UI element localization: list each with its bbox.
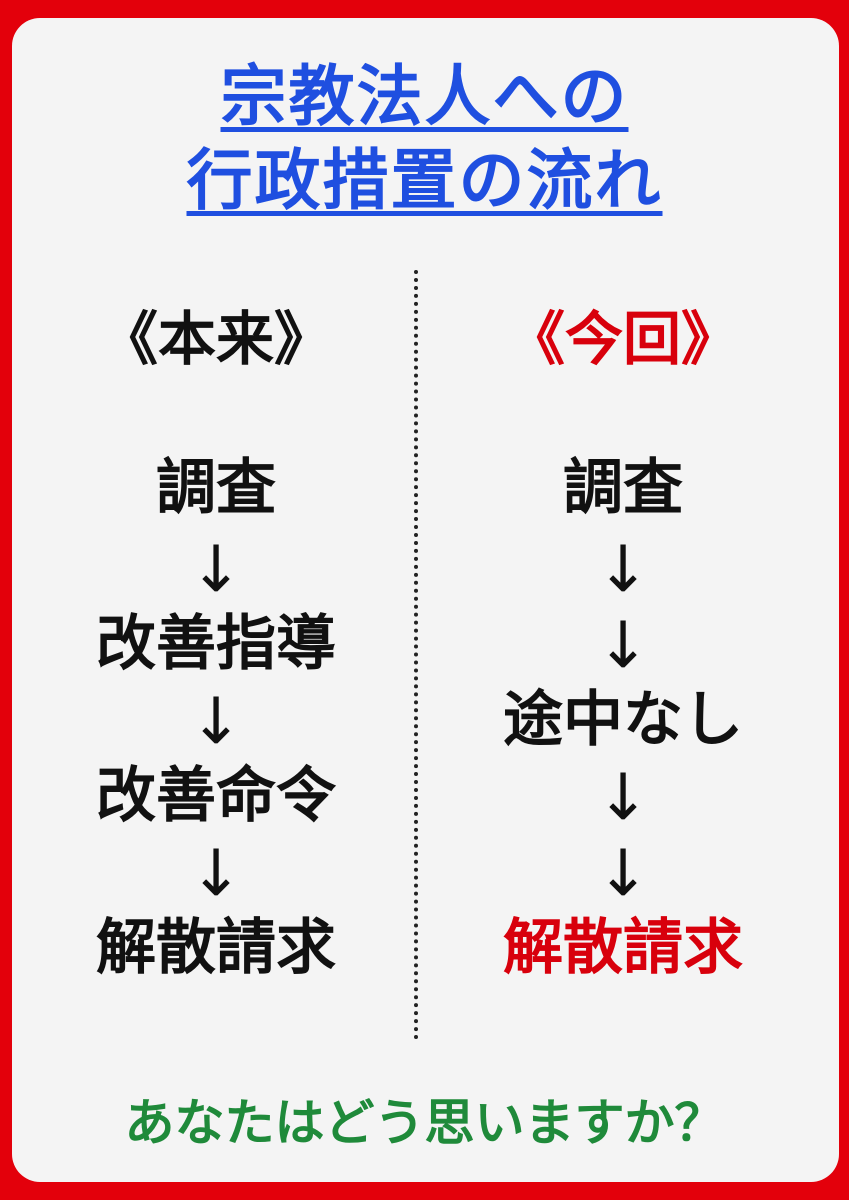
down-arrow-icon: ↓ xyxy=(189,837,243,911)
down-arrow-icon: ↓ xyxy=(189,685,243,759)
down-arrow-icon: ↓ xyxy=(596,837,650,911)
left-step-improvement-guidance: 改善指導 xyxy=(96,609,336,679)
down-arrow-icon: ↓ xyxy=(596,609,650,683)
title-line-1: 宗教法人への xyxy=(220,58,629,135)
title-line-2: 行政措置の流れ xyxy=(186,142,663,219)
closing-question: あなたはどう思いますか？ xyxy=(124,1094,725,1152)
dotted-divider xyxy=(414,270,418,1040)
left-step-dissolution-request: 解散請求 xyxy=(96,913,336,983)
right-step-dissolution-request: 解散請求 xyxy=(503,913,743,983)
right-heading: 《今回》 xyxy=(506,305,739,373)
down-arrow-icon: ↓ xyxy=(189,533,243,607)
left-step-improvement-order: 改善命令 xyxy=(96,761,336,831)
left-step-investigation: 調査 xyxy=(156,453,276,523)
right-step-investigation: 調査 xyxy=(563,453,683,523)
right-step-skipped: 途中なし xyxy=(503,685,743,755)
left-heading: 《本来》 xyxy=(99,305,332,373)
down-arrow-icon: ↓ xyxy=(596,761,650,835)
down-arrow-icon: ↓ xyxy=(596,533,650,607)
poster-panel xyxy=(12,18,839,1182)
